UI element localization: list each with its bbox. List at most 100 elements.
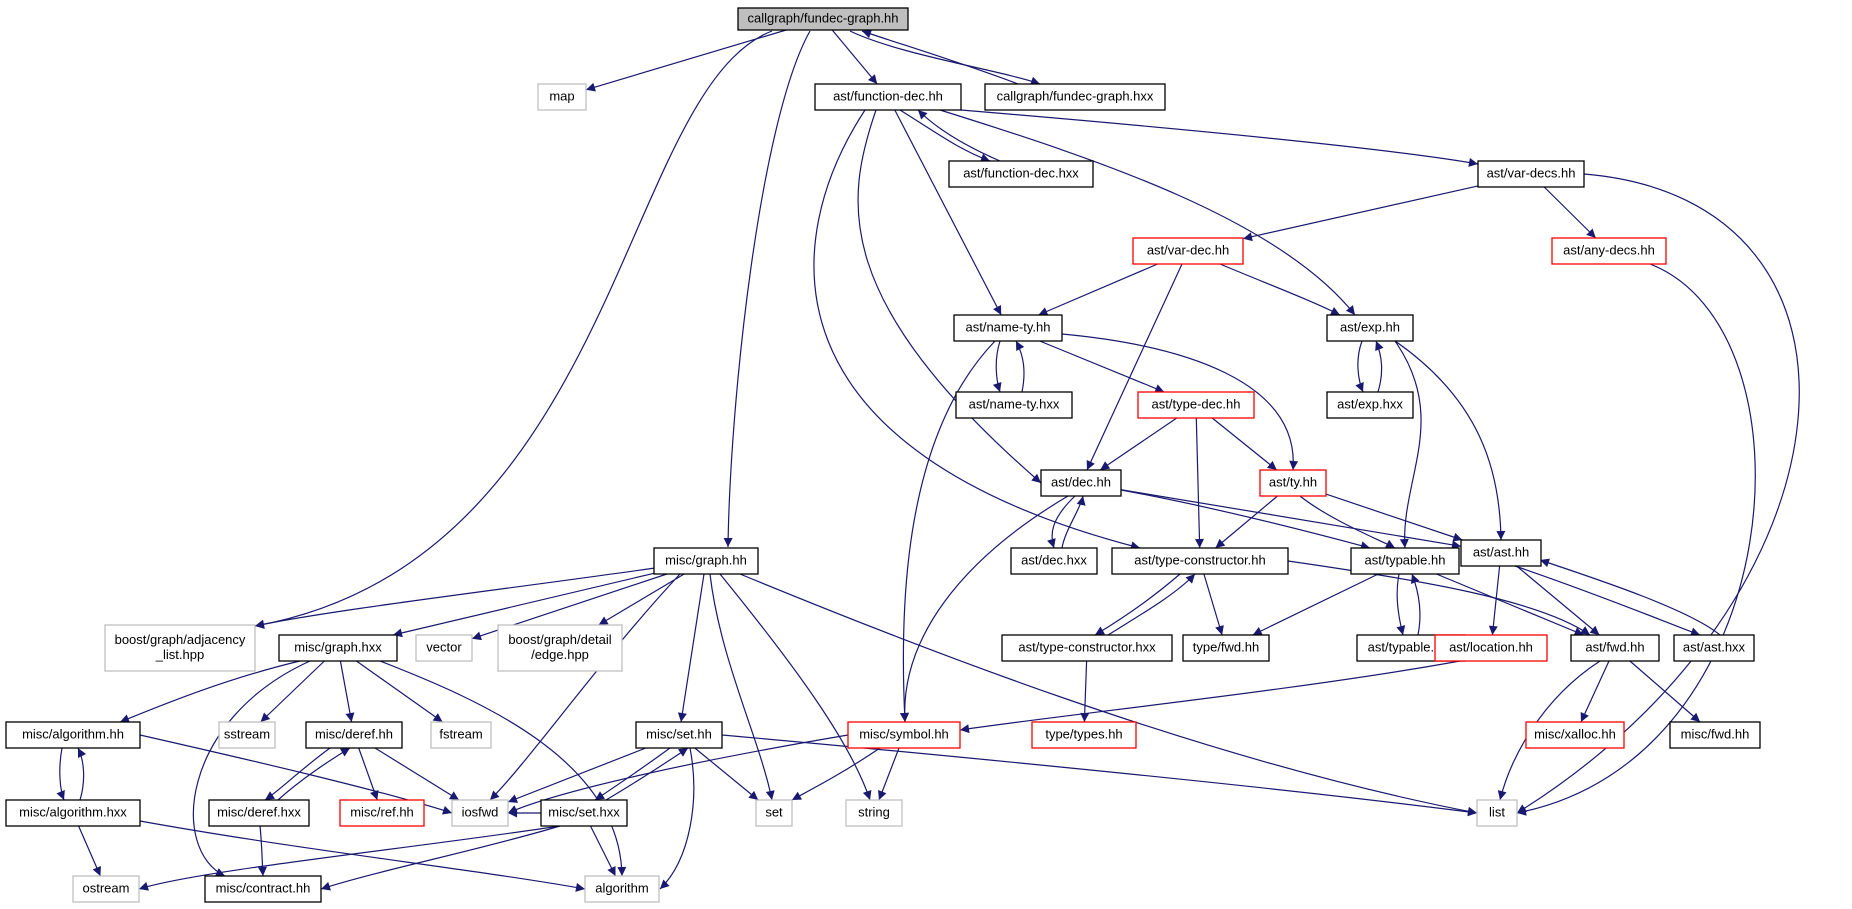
edge-misc_graph_hh-to-iosfwd [489, 573, 681, 801]
edge-ast_hh-to-ast_hxx [1514, 565, 1701, 637]
node-set-hh[interactable]: misc/set.hh [635, 721, 723, 749]
node-label: ast/fwd.hh [1585, 639, 1644, 654]
node-set-hxx[interactable]: misc/set.hxx [540, 799, 628, 827]
edge-misc_graph_hh-to-list [739, 573, 1478, 816]
node-label: misc/fwd.hh [1681, 726, 1750, 741]
edge-typable_hh-to-type_fwd_hh [1252, 573, 1379, 636]
node-xalloc-hh[interactable]: misc/xalloc.hh [1525, 721, 1625, 749]
edge-var_decs_hh-to-any_decs_hh [1543, 186, 1597, 239]
node-label: ast/type-constructor.hxx [1018, 639, 1156, 654]
node-exp-hh[interactable]: ast/exp.hh [1326, 314, 1414, 342]
node-ast-hh[interactable]: ast/ast.hh [1460, 539, 1542, 567]
node-label: misc/algorithm.hh [22, 726, 124, 741]
node-ref-hh[interactable]: misc/ref.hh [339, 799, 425, 827]
node-label: ast/any-decs.hh [1563, 242, 1655, 257]
node-label: ast/function-dec.hh [833, 88, 943, 103]
node-exp-hxx[interactable]: ast/exp.hxx [1326, 391, 1414, 419]
node-contract-hh[interactable]: misc/contract.hh [204, 875, 322, 903]
node-algorithm-hh[interactable]: misc/algorithm.hh [5, 721, 141, 749]
node-label: type/types.hh [1045, 726, 1122, 741]
edge-set_hh-to-list [721, 734, 1478, 817]
edge-deref_hh-to-ref_hh [358, 747, 379, 801]
edge-type_constructor_hxx-to-types_hh [1080, 660, 1090, 723]
node-boost-edge: boost/graph/detail/edge.hpp [497, 624, 623, 672]
edge-type_dec_hh-to-dec_hh [1099, 417, 1178, 471]
node-dec-hxx[interactable]: ast/dec.hxx [1010, 547, 1098, 575]
node-label: ast/dec.hh [1051, 474, 1111, 489]
edge-set_hh-to-set [694, 747, 759, 801]
dependency-edges [56, 29, 1800, 892]
edge-ast_hh-to-location_hh [1488, 565, 1501, 636]
node-misc-graph-hh[interactable]: misc/graph.hh [653, 547, 759, 575]
node-label: misc/graph.hh [665, 552, 747, 567]
node-label: misc/algorithm.hxx [19, 804, 127, 819]
edge-type_dec_hh-to-type_constructor_hh [1194, 417, 1204, 549]
node-type-fwd-hh[interactable]: type/fwd.hh [1182, 634, 1270, 662]
node-function-dec-hxx[interactable]: ast/function-dec.hxx [948, 160, 1094, 188]
node-deref-hh[interactable]: misc/deref.hh [305, 721, 403, 749]
node-var-dec-hh[interactable]: ast/var-dec.hh [1132, 237, 1244, 265]
node-var-decs-hh[interactable]: ast/var-decs.hh [1477, 160, 1585, 188]
node-label: /edge.hpp [531, 647, 589, 662]
edge-dec_hh-to-ast_hh [1120, 489, 1462, 550]
node-label: callgraph/fundec-graph.hxx [997, 88, 1154, 103]
edge-name_ty_hxx-to-name_ty_hh [1015, 340, 1025, 393]
node-deref-hxx[interactable]: misc/deref.hxx [208, 799, 310, 827]
node-typable-hh[interactable]: ast/typable.hh [1350, 547, 1460, 575]
node-iosfwd: iosfwd [451, 799, 509, 827]
node-type-constructor-hh[interactable]: ast/type-constructor.hh [1111, 547, 1289, 575]
node-fundec-graph-hh[interactable]: callgraph/fundec-graph.hh [737, 7, 909, 31]
node-symbol-hh[interactable]: misc/symbol.hh [847, 721, 961, 749]
node-ty-hh[interactable]: ast/ty.hh [1259, 469, 1327, 497]
node-label: fstream [439, 726, 482, 741]
node-type-dec-hh[interactable]: ast/type-dec.hh [1137, 391, 1255, 419]
edge-any_decs_hh-to-list [1516, 263, 1756, 816]
node-function-dec-hh[interactable]: ast/function-dec.hh [814, 83, 962, 111]
edge-ast_fwd_hh-to-misc_fwd_hh [1629, 660, 1701, 723]
edge-var_decs_hh-to-var_dec_hh [1242, 185, 1479, 242]
edge-set_hxx-to-contract_hh [320, 825, 561, 891]
edge-deref_hh-to-deref_hxx [264, 747, 331, 801]
node-vector: vector [415, 634, 473, 662]
node-label: ast/type-dec.hh [1152, 396, 1241, 411]
node-any-decs-hh[interactable]: ast/any-decs.hh [1551, 237, 1667, 265]
node-label: ast/typable.hxx [1368, 639, 1455, 654]
node-set: set [755, 799, 793, 827]
edge-ast_hxx-to-ast_hh [1539, 558, 1721, 636]
node-misc-graph-hxx[interactable]: misc/graph.hxx [278, 634, 398, 662]
edge-set_hh-to-algorithm [659, 747, 695, 890]
node-ast-hxx[interactable]: ast/ast.hxx [1673, 634, 1755, 662]
node-ast-fwd-hh[interactable]: ast/fwd.hh [1570, 634, 1660, 662]
node-name-ty-hxx[interactable]: ast/name-ty.hxx [955, 391, 1073, 419]
edge-function_dec_hh-to-function_dec_hxx [899, 109, 991, 163]
edge-misc_graph_hxx-to-algorithm_hh [119, 660, 301, 723]
node-sstream: sstream [218, 721, 276, 749]
node-label: vector [426, 639, 462, 654]
node-label: ast/var-dec.hh [1147, 242, 1229, 257]
edge-misc_graph_hxx-to-contract_hh [192, 660, 311, 877]
node-fundec-graph-hxx[interactable]: callgraph/fundec-graph.hxx [984, 83, 1166, 111]
node-type-constructor-hxx[interactable]: ast/type-constructor.hxx [1001, 634, 1173, 662]
edge-type_constructor_hh-to-type_fwd_hh [1203, 573, 1224, 636]
node-location-hh[interactable]: ast/location.hh [1434, 634, 1548, 662]
edge-misc_graph_hh-to-string [719, 573, 872, 801]
edge-exp_hh-to-exp_hxx [1355, 340, 1364, 393]
edge-deref_hxx-to-contract_hh [257, 825, 267, 877]
edge-var_decs_hh-to-list [1516, 173, 1800, 814]
node-algorithm-hxx[interactable]: misc/algorithm.hxx [5, 799, 141, 827]
node-types-hh[interactable]: type/types.hh [1031, 721, 1137, 749]
node-label: misc/symbol.hh [859, 726, 949, 741]
node-name-ty-hh[interactable]: ast/name-ty.hh [953, 314, 1063, 342]
edge-misc_graph_hh-to-set_hh [677, 573, 705, 723]
edge-name_ty_hh-to-ty_hh [1061, 333, 1299, 471]
edge-function_dec_hh-to-exp_hh [939, 109, 1356, 316]
edge-name_ty_hh-to-name_ty_hxx [992, 340, 1002, 393]
edge-function_dec_hh-to-type_constructor_hh [813, 109, 1141, 551]
edge-dec_hh-to-symbol_hh [899, 495, 1069, 723]
node-label: misc/deref.hh [315, 726, 393, 741]
edge-dec_hh-to-typable_hh [1120, 489, 1371, 551]
node-algorithm: algorithm [584, 875, 660, 903]
node-misc-fwd-hh[interactable]: misc/fwd.hh [1669, 721, 1761, 749]
node-dec-hh[interactable]: ast/dec.hh [1040, 469, 1122, 497]
